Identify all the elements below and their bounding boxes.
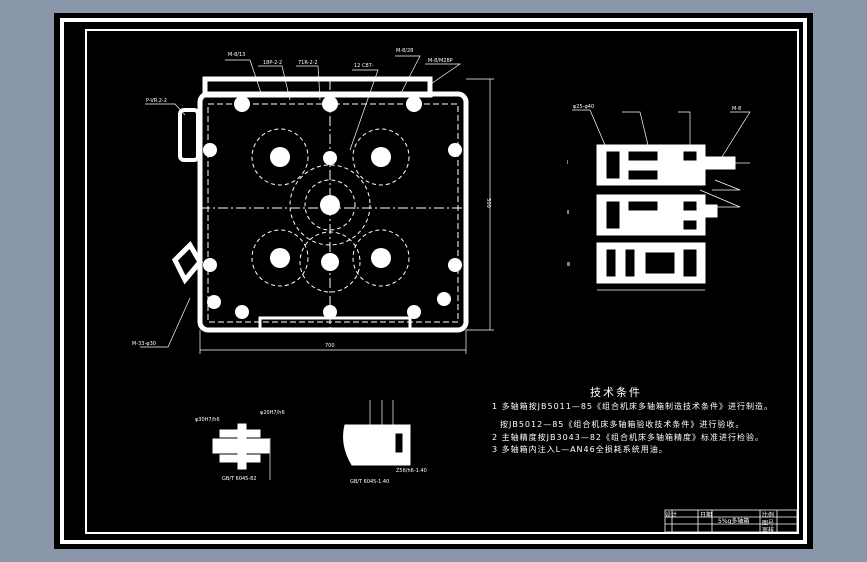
tech-condition-line-1: 1 多轴箱按JB5011—85《组合机床多轴箱制造技术条件》进行制造。 [492, 402, 774, 411]
title-cell-b: 日期 [700, 512, 713, 519]
side-label-c: Ⅰ [567, 160, 569, 166]
mounting-lug [171, 240, 204, 285]
detail-left-note: φ30H7/h6 [195, 417, 220, 423]
detail-left [211, 423, 271, 480]
label-top-c: 12 C87- [354, 63, 374, 69]
label-top-b: 71R-2-2 [298, 60, 318, 66]
tech-condition-line-3: 2 主轴精度按JB3043—82《组合机床多轴箱精度》标准进行检验。 [492, 433, 765, 442]
side-view-3 [596, 242, 706, 291]
main-front-view [140, 55, 494, 354]
side-label-d: Ⅱ [567, 210, 570, 216]
title-cell-d: 比例 [762, 512, 775, 519]
label-top-a: 18P-2-2 [263, 60, 283, 66]
outer-frame [60, 18, 807, 544]
side-view-1 [596, 144, 750, 186]
side-label-e: Ⅲ [567, 262, 571, 268]
label-left-a: P-VR.2-2 [146, 98, 167, 104]
label-top-e: M-8/M28P [428, 58, 453, 64]
detail-right-std: GB/T 6045-1.40 [350, 479, 390, 485]
inner-frame [85, 29, 799, 534]
side-label-a: φ25-φ40 [573, 104, 595, 110]
detail-left-std: GB/T 6045-82 [222, 476, 257, 482]
detail-right-fit: Z56/h6-1.40 [396, 468, 427, 474]
side-views [572, 109, 751, 291]
height-dimension: 500 [484, 198, 491, 208]
detail-left-fit: φ20H7/h6 [260, 410, 285, 416]
spindle-holes [270, 147, 391, 271]
bolt-holes [203, 96, 462, 319]
tech-condition-line-2: 按JB5012—85《组合机床多轴箱验收技术条件》进行验收。 [500, 420, 745, 429]
label-top-left: M-8/13 [228, 52, 246, 58]
detail-right [343, 400, 411, 466]
width-dimension: 700 [325, 343, 335, 349]
title-cell-c: 5%g多轴箱 [718, 518, 750, 525]
title-cell-a: 设计 [665, 512, 678, 519]
label-top-d: M-8/28 [396, 48, 414, 54]
side-label-b: M-8 [732, 106, 742, 112]
technical-conditions-title: 技术条件 [590, 386, 642, 399]
tech-condition-line-4: 3 多轴箱内注入L—AN46全损耗系统用油。 [492, 445, 668, 454]
label-left-b: M-33-φ30 [132, 341, 156, 347]
title-block [664, 509, 798, 533]
title-cell-f: 审核 [762, 527, 775, 534]
side-view-2 [596, 194, 718, 236]
title-cell-e: 图号 [762, 520, 775, 527]
bottom-flange [258, 316, 412, 332]
side-boss [178, 108, 200, 162]
detail-views [211, 400, 411, 480]
